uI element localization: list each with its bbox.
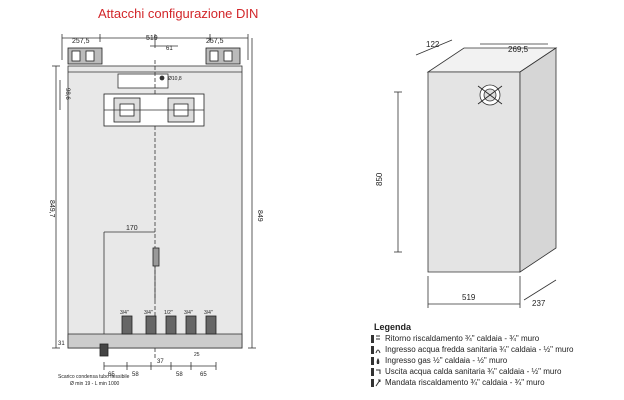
legend-item: Uscita acqua calda sanitaria ¾" caldaia … <box>370 366 620 377</box>
pipe-label-5: 3/4" <box>204 310 213 316</box>
dim-width-iso: 519 <box>462 293 476 302</box>
pipe-label-3: 1/2" <box>164 310 173 316</box>
bottom-dim-3: 37 <box>157 359 164 365</box>
flow-heating-icon <box>371 378 381 387</box>
page-title: Attacchi configurazione DIN <box>98 6 259 21</box>
legend-text: Ingresso acqua fredda sanitaria ¾" calda… <box>385 345 574 354</box>
condensate-note-2: Ø min 19 - L min 1000 <box>70 381 120 387</box>
dim-top-right: 257,5 <box>206 38 224 45</box>
condensate-note-1: Scarico condensa tubo flessibile <box>58 374 130 380</box>
legend-item: Ingresso gas ½" caldaia - ½" muro <box>370 355 620 366</box>
dim-bracket: 98,6 <box>64 88 70 100</box>
dim-top-left: 257,5 <box>72 38 90 45</box>
dim-height-right: 849 <box>256 210 263 222</box>
legend-text: Ritorno riscaldamento ¾" caldaia - ¾" mu… <box>385 334 540 343</box>
legend-text: Mandata riscaldamento ¾" caldaia - ¾" mu… <box>385 378 545 387</box>
pipe-label-4: 3/4" <box>184 310 193 316</box>
dim-offset: 61 <box>166 46 173 52</box>
dim-top-center: 519 <box>146 35 158 42</box>
dim-height-iso: 850 <box>375 172 384 186</box>
gas-inlet-icon <box>371 356 380 365</box>
pipe-label-2: 3/4" <box>144 310 153 316</box>
legend-title: Legenda <box>374 322 412 332</box>
callout-diameter: Ø10,8 <box>168 76 182 82</box>
legend-item: Ingresso acqua fredda sanitaria ¾" calda… <box>370 344 620 355</box>
hot-water-outlet-icon <box>371 367 381 376</box>
dim-depth-top: 122 <box>426 40 440 49</box>
dim-depth-iso: 237 <box>532 299 546 308</box>
legend-text: Ingresso gas ½" caldaia - ½" muro <box>385 356 508 365</box>
pipe-label-1: 3/4" <box>120 310 129 316</box>
bottom-dim-4: 58 <box>176 372 183 378</box>
bottom-dim-small: 25 <box>194 352 200 358</box>
dim-height-left: 849,7 <box>48 200 55 218</box>
return-heating-icon <box>371 334 380 343</box>
dim-bottom-left: 31 <box>58 341 65 347</box>
dim-width-top: 269,5 <box>508 45 529 54</box>
bottom-dim-2: 58 <box>132 372 139 378</box>
legend-item: Ritorno riscaldamento ¾" caldaia - ¾" mu… <box>370 333 620 344</box>
bottom-dim-5: 65 <box>200 372 207 378</box>
iso-view <box>394 39 558 308</box>
legend-item: Mandata riscaldamento ¾" caldaia - ¾" mu… <box>370 377 620 388</box>
front-view <box>52 34 256 370</box>
cold-water-inlet-icon <box>371 345 381 354</box>
bottom-dim-1: 65 <box>108 372 115 378</box>
legend: Ritorno riscaldamento ¾" caldaia - ¾" mu… <box>370 333 620 388</box>
legend-text: Uscita acqua calda sanitaria ¾" caldaia … <box>385 367 562 376</box>
dim-170: 170 <box>126 225 138 232</box>
